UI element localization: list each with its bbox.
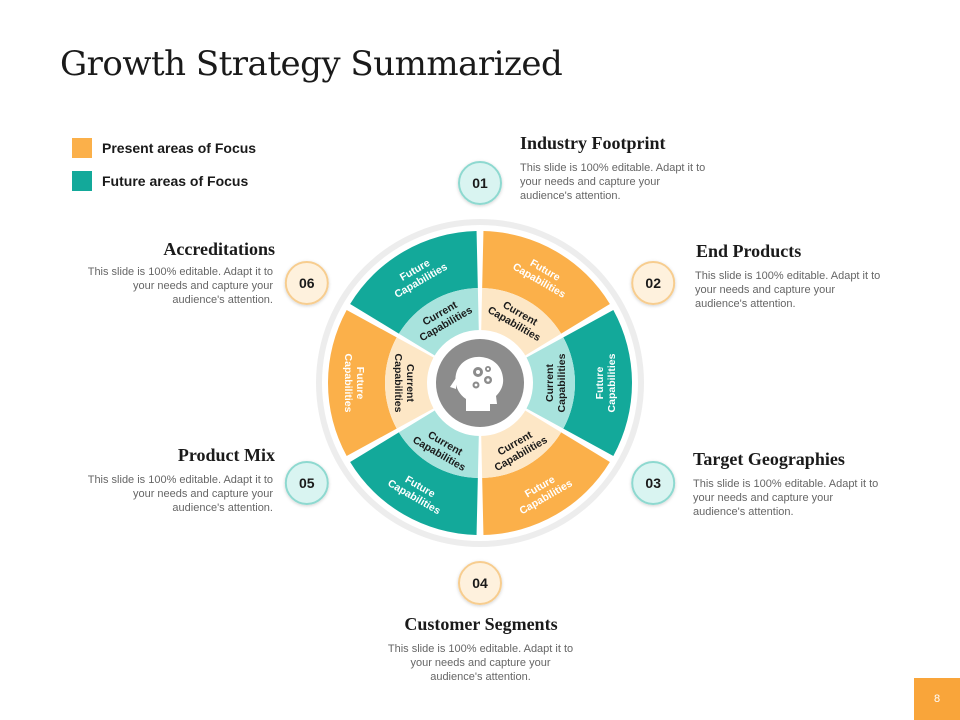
legend-item-future: Future areas of Focus	[72, 171, 248, 191]
block-desc-target-geographies: This slide is 100% editable. Adapt it to…	[693, 478, 879, 518]
wheel-segments	[328, 231, 632, 535]
block-desc-industry-footprint: This slide is 100% editable. Adapt it to…	[520, 162, 706, 202]
legend-swatch-present	[72, 138, 92, 158]
segment-5-future-label: FutureCapabilities	[342, 354, 366, 413]
block-title-end-products: End Products	[696, 241, 802, 261]
badge-number-03: 03	[645, 475, 661, 491]
block-title-product-mix: Product Mix	[177, 445, 275, 465]
badge-06	[284, 261, 329, 305]
block-desc-accreditations: This slide is 100% editable. Adapt it to…	[87, 266, 273, 306]
badge-number-01: 01	[472, 175, 488, 191]
badge-number-06: 06	[299, 275, 315, 291]
segment-inner-6	[398, 288, 479, 356]
step-badges: 01 02 03 04 05 06	[284, 161, 676, 605]
segment-2-future-label: FutureCapabilities	[594, 353, 618, 412]
legend-label-future: Future areas of Focus	[102, 173, 249, 189]
segment-outer-6	[350, 231, 478, 334]
block-desc-end-products: This slide is 100% editable. Adapt it to…	[695, 270, 881, 310]
block-desc-product-mix: This slide is 100% editable. Adapt it to…	[87, 474, 273, 514]
badge-number-05: 05	[299, 475, 315, 491]
legend-label-present: Present areas of Focus	[102, 140, 257, 156]
segment-inner-3	[481, 410, 562, 478]
segment-outer-1	[482, 231, 610, 334]
segment-inner-4	[398, 410, 479, 478]
segment-inner-2	[525, 337, 575, 429]
legend-item-present: Present areas of Focus	[72, 138, 256, 158]
block-title-industry-footprint: Industry Footprint	[520, 133, 666, 153]
block-title-target-geographies: Target Geographies	[693, 449, 845, 469]
segment-outer-5	[328, 310, 397, 456]
segment-2-current-label: CurrentCapabilities	[544, 353, 568, 412]
segment-outer-3	[482, 432, 610, 535]
legend-swatch-future	[72, 171, 92, 191]
block-title-customer-segments: Customer Segments	[404, 614, 558, 634]
segment-inner-5	[385, 337, 435, 429]
segment-outer-2	[563, 310, 632, 456]
badge-03	[631, 461, 676, 505]
segment-inner-1	[481, 288, 562, 356]
block-title-accreditations: Accreditations	[163, 239, 275, 259]
badge-number-02: 02	[645, 275, 661, 291]
block-desc-customer-segments: This slide is 100% editable. Adapt it to…	[387, 643, 574, 683]
page-number: 8	[914, 678, 960, 720]
badge-04	[458, 561, 502, 605]
segment-outer-4	[350, 432, 478, 535]
badge-05	[284, 461, 329, 505]
badge-number-04: 04	[472, 575, 488, 591]
badge-02	[631, 261, 676, 305]
segment-5-current-label: CurrentCapabilities	[392, 354, 416, 413]
head-gears-icon	[450, 356, 504, 411]
badge-01	[458, 161, 502, 205]
page-title: Growth Strategy Summarized	[60, 44, 563, 84]
